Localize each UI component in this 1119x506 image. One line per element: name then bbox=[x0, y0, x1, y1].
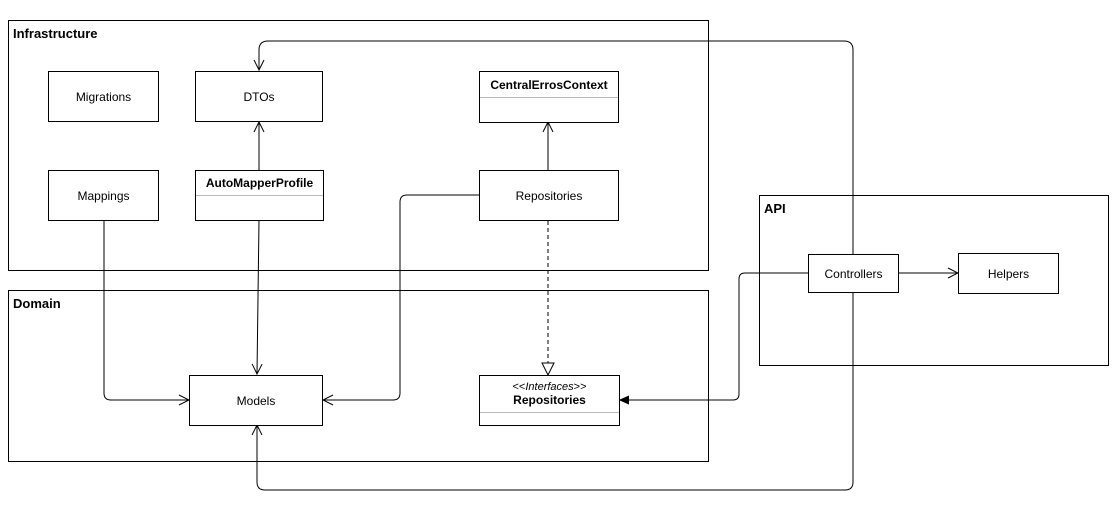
auto-mapper-profile-class[interactable]: AutoMapperProfile bbox=[195, 170, 324, 221]
infrastructure-package-title: Infrastructure bbox=[13, 26, 98, 41]
edge-repositories-to-models bbox=[323, 194, 479, 400]
controllers-node[interactable]: Controllers bbox=[808, 254, 899, 293]
stereotype-open: << bbox=[512, 381, 526, 393]
helpers-node[interactable]: Helpers bbox=[958, 253, 1059, 294]
interface-repositories-label: Repositories bbox=[513, 393, 586, 407]
domain-package-title: Domain bbox=[13, 296, 61, 311]
infra-repositories-label: Repositories bbox=[515, 188, 583, 203]
helpers-label: Helpers bbox=[987, 266, 1030, 281]
infrastructure-package: Infrastructure bbox=[8, 20, 709, 271]
dtos-label: DTOs bbox=[243, 89, 275, 104]
edge-controllers-to-dtos bbox=[259, 40, 854, 255]
mappings-node[interactable]: Mappings bbox=[48, 170, 159, 221]
central-erros-context-class[interactable]: CentralErrosContext bbox=[479, 71, 619, 123]
auto-mapper-profile-header: AutoMapperProfile bbox=[196, 171, 323, 196]
migrations-node[interactable]: Migrations bbox=[48, 71, 159, 122]
models-node[interactable]: Models bbox=[189, 375, 323, 426]
auto-mapper-profile-label: AutoMapperProfile bbox=[205, 176, 314, 190]
edge-controllers-to-interface-repositories bbox=[620, 272, 808, 400]
dtos-node[interactable]: DTOs bbox=[195, 71, 323, 122]
mappings-label: Mappings bbox=[77, 188, 130, 203]
central-erros-context-header: CentralErrosContext bbox=[480, 72, 618, 98]
interface-repositories-class[interactable]: <<Interfaces>> Repositories bbox=[479, 375, 620, 426]
stereotype-close: >> bbox=[573, 381, 587, 393]
edge-mappings-to-models bbox=[103, 221, 189, 400]
migrations-label: Migrations bbox=[75, 89, 132, 104]
api-package: API bbox=[759, 195, 1109, 366]
edge-controllers-to-models bbox=[257, 292, 854, 491]
models-label: Models bbox=[236, 393, 276, 408]
stereotype-name: Interfaces bbox=[525, 381, 574, 393]
infra-repositories-node[interactable]: Repositories bbox=[479, 170, 619, 221]
interface-repositories-header: <<Interfaces>> Repositories bbox=[480, 376, 619, 413]
central-erros-context-label: CentralErrosContext bbox=[490, 77, 608, 92]
edge-automapper-to-models bbox=[257, 219, 259, 374]
api-package-title: API bbox=[764, 201, 786, 216]
domain-package: Domain bbox=[8, 290, 709, 462]
interfaces-stereotype: <<Interfaces>> bbox=[512, 381, 586, 393]
controllers-label: Controllers bbox=[824, 266, 883, 281]
